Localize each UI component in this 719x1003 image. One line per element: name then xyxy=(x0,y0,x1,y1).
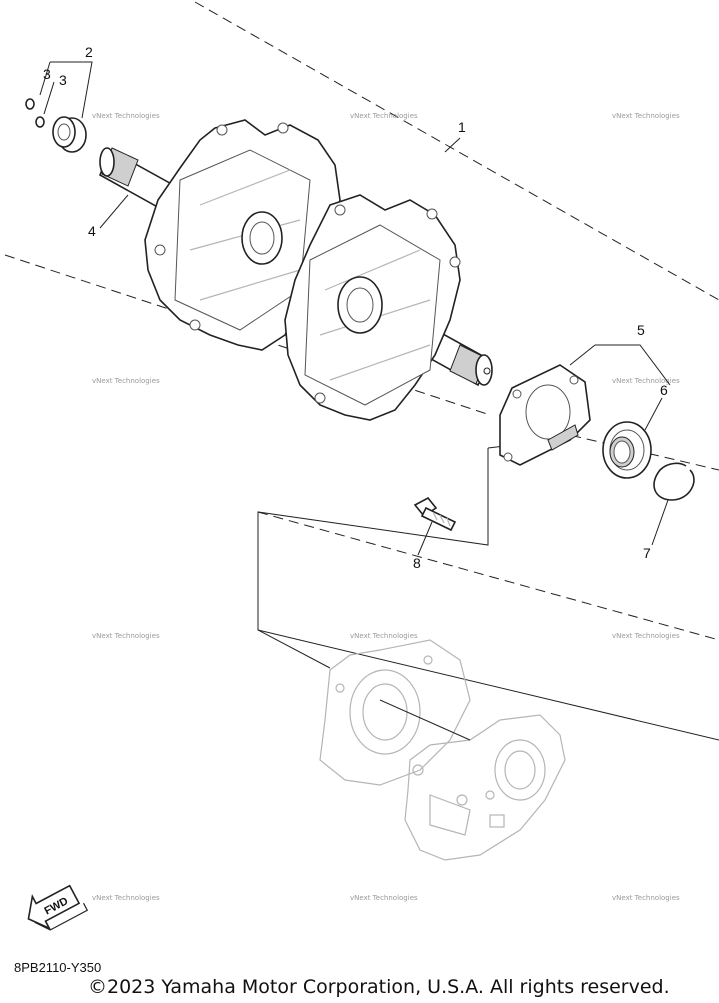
part-2-cap xyxy=(52,116,87,153)
callout-5: 5 xyxy=(637,322,645,338)
part-3-plugs xyxy=(25,98,45,128)
watermark: vNext Technologies xyxy=(612,112,680,120)
fwd-arrow-icon: FWD xyxy=(27,884,89,931)
watermark: vNext Technologies xyxy=(612,632,680,640)
callout-2: 2 xyxy=(85,44,93,60)
callout-1: 1 xyxy=(458,119,466,135)
watermark: vNext Technologies xyxy=(350,112,418,120)
leader-lines xyxy=(39,61,671,741)
watermark: vNext Technologies xyxy=(350,894,418,902)
part-6-bearing xyxy=(602,421,652,479)
callout-8: 8 xyxy=(413,555,421,571)
callout-7: 7 xyxy=(643,545,651,561)
watermark: vNext Technologies xyxy=(350,632,418,640)
callout-4: 4 xyxy=(88,223,96,239)
callout-3: 3 xyxy=(43,66,51,82)
callout-6: 6 xyxy=(660,382,668,398)
watermark: vNext Technologies xyxy=(92,632,160,640)
part-8-bolt xyxy=(413,496,457,532)
callout-labels: 1 2 3 3 4 5 6 7 8 xyxy=(43,44,668,571)
watermark: vNext Technologies xyxy=(612,377,680,385)
watermark: vNext Technologies xyxy=(612,894,680,902)
part-7-circlip xyxy=(653,462,695,501)
part-5-housing-plate xyxy=(499,364,591,466)
part-4-drive-axle xyxy=(98,119,493,421)
diagram-code: 8PB2110-Y350 xyxy=(14,960,102,975)
watermark: vNext Technologies xyxy=(92,377,160,385)
watermark: vNext Technologies xyxy=(92,894,160,902)
ghost-brake-caliper xyxy=(319,639,566,861)
copyright-notice: ©2023 Yamaha Motor Corporation, U.S.A. A… xyxy=(88,976,670,998)
callout-3: 3 xyxy=(59,72,67,88)
watermark: vNext Technologies xyxy=(92,112,160,120)
